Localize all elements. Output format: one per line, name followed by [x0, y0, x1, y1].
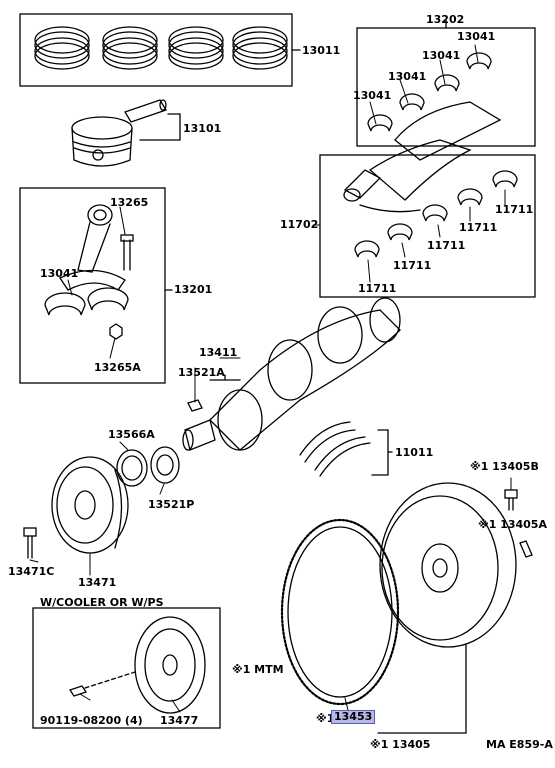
- part-label-13011[interactable]: 13011: [302, 44, 341, 57]
- part-label-13041-e[interactable]: 13041: [40, 267, 79, 280]
- part-label-11011[interactable]: 11011: [395, 446, 434, 459]
- part-label-13405B[interactable]: ※1 13405B: [470, 460, 539, 473]
- flywheel-bolt[interactable]: [504, 489, 518, 511]
- part-label-11702[interactable]: 11702: [280, 218, 319, 231]
- part-label-11711-d[interactable]: 11711: [393, 259, 432, 272]
- part-label-13566A[interactable]: 13566A: [108, 428, 155, 441]
- thrust-washers[interactable]: [299, 421, 393, 477]
- drawing-code: MA E859-A: [486, 738, 553, 751]
- piston-with-pin[interactable]: [71, 99, 181, 167]
- part-label-11711-a[interactable]: 11711: [495, 203, 534, 216]
- flywheel[interactable]: [377, 482, 517, 734]
- mtm-note-label: ※1 MTM: [232, 663, 284, 676]
- part-label-13521P[interactable]: 13521P: [148, 498, 195, 511]
- part-label-13201[interactable]: 13201: [174, 283, 213, 296]
- part-label-13202[interactable]: 13202: [426, 13, 465, 26]
- part-label-13101[interactable]: 13101: [183, 122, 222, 135]
- part-label-13041-d[interactable]: 13041: [353, 89, 392, 102]
- crankshaft-upper-view: [343, 101, 502, 213]
- part-label-13405A[interactable]: ※1 13405A: [478, 518, 547, 531]
- part-label-13521A[interactable]: 13521A: [178, 366, 225, 379]
- flywheel-ring-gear[interactable]: [280, 518, 400, 706]
- part-label-90119-08200[interactable]: 90119-08200 (4): [40, 714, 143, 727]
- part-label-13453-mark: ※1: [316, 712, 335, 725]
- part-label-13405[interactable]: ※1 13405: [370, 738, 431, 751]
- damper-pulley-box[interactable]: [32, 607, 221, 729]
- part-label-13265[interactable]: 13265: [110, 196, 149, 209]
- crank-bearing-group-upper[interactable]: [356, 19, 536, 147]
- part-label-13265A[interactable]: 13265A: [94, 361, 141, 374]
- dowel-pin[interactable]: [519, 540, 533, 558]
- part-label-11711-e[interactable]: 11711: [358, 282, 397, 295]
- main-bearing-group[interactable]: [319, 154, 536, 298]
- crankshaft[interactable]: [182, 297, 401, 451]
- part-label-13041-c[interactable]: 13041: [388, 70, 427, 83]
- part-label-13041-b[interactable]: 13041: [422, 49, 461, 62]
- part-label-13041-a[interactable]: 13041: [457, 30, 496, 43]
- cooler-note-label: W/COOLER OR W/PS: [40, 596, 164, 609]
- part-label-13453-highlighted[interactable]: 13453: [330, 710, 376, 724]
- piston-rings-set[interactable]: [19, 13, 301, 87]
- connecting-rod-assembly[interactable]: [19, 187, 173, 384]
- pulley-bolt[interactable]: [23, 527, 37, 559]
- part-label-13471[interactable]: 13471: [78, 576, 117, 589]
- part-label-11711-c[interactable]: 11711: [427, 239, 466, 252]
- part-label-11711-b[interactable]: 11711: [459, 221, 498, 234]
- part-label-13477[interactable]: 13477: [160, 714, 199, 727]
- part-label-13411[interactable]: 13411: [199, 346, 238, 359]
- part-label-13471C[interactable]: 13471C: [8, 565, 55, 578]
- crank-timing-gear[interactable]: [116, 446, 180, 487]
- crankshaft-pulley[interactable]: [51, 456, 129, 554]
